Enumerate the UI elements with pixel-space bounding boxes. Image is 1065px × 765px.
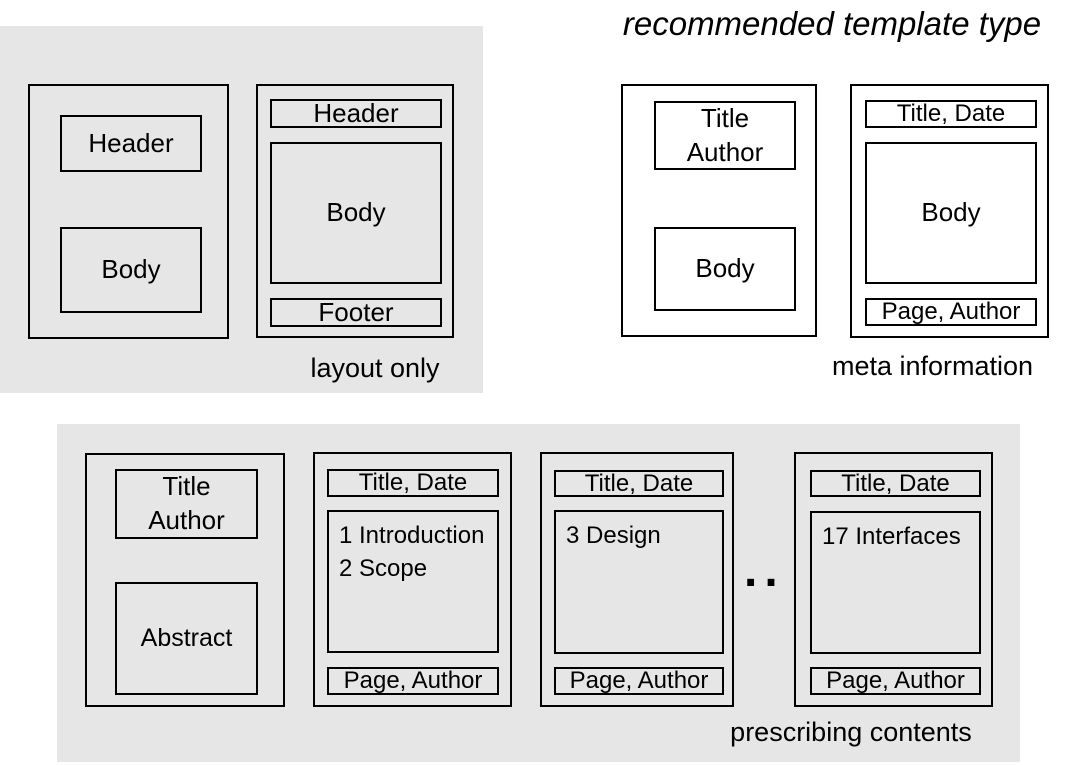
contents-box: 1 Introduction 2 Scope	[327, 510, 499, 653]
prescribing-contents-label: prescribing contents	[730, 717, 972, 747]
page-author-box: Page, Author	[327, 667, 499, 695]
prescribing-page-ch17: Title, Date 17 Interfaces Page, Author	[794, 452, 993, 707]
title-date-box: Title, Date	[327, 469, 499, 497]
meta-page-title: Title Author Body	[621, 84, 817, 337]
page-author-box: Page, Author	[554, 667, 724, 695]
diagram-title: recommended template type	[622, 5, 1042, 42]
contents-box: 3 Design	[554, 510, 724, 654]
layout-only-backdrop	[0, 26, 483, 393]
page-author-box: Page, Author	[865, 298, 1037, 326]
prescribing-page-ch3: Title, Date 3 Design Page, Author	[540, 452, 734, 707]
footer-box: Footer	[270, 297, 442, 327]
prescribing-page-title: Title Author Abstract	[85, 453, 285, 707]
meta-information-label: meta information	[831, 351, 1034, 381]
body-box: Body	[654, 227, 796, 311]
title-date-box: Title, Date	[810, 470, 981, 497]
abstract-box: Abstract	[115, 582, 258, 695]
title-author-box: Title Author	[654, 101, 796, 170]
prescribing-page-ch1-2: Title, Date 1 Introduction 2 Scope Page,…	[313, 452, 512, 707]
body-box: Body	[60, 227, 202, 313]
title-author-box: Title Author	[115, 469, 258, 539]
ellipsis-dots: ..	[744, 544, 785, 597]
page-author-box: Page, Author	[810, 667, 981, 695]
contents-box: 17 Interfaces	[810, 511, 981, 654]
title-date-box: Title, Date	[865, 100, 1037, 128]
body-box: Body	[270, 142, 442, 284]
layout-only-page-full: Header Body Footer	[256, 84, 454, 338]
layout-only-label: layout only	[310, 353, 440, 383]
body-box: Body	[865, 142, 1037, 284]
title-date-box: Title, Date	[554, 470, 724, 497]
header-box: Header	[270, 98, 442, 128]
meta-page-content: Title, Date Body Page, Author	[850, 84, 1049, 338]
header-box: Header	[60, 115, 202, 172]
layout-only-page-simple: Header Body	[28, 84, 229, 339]
